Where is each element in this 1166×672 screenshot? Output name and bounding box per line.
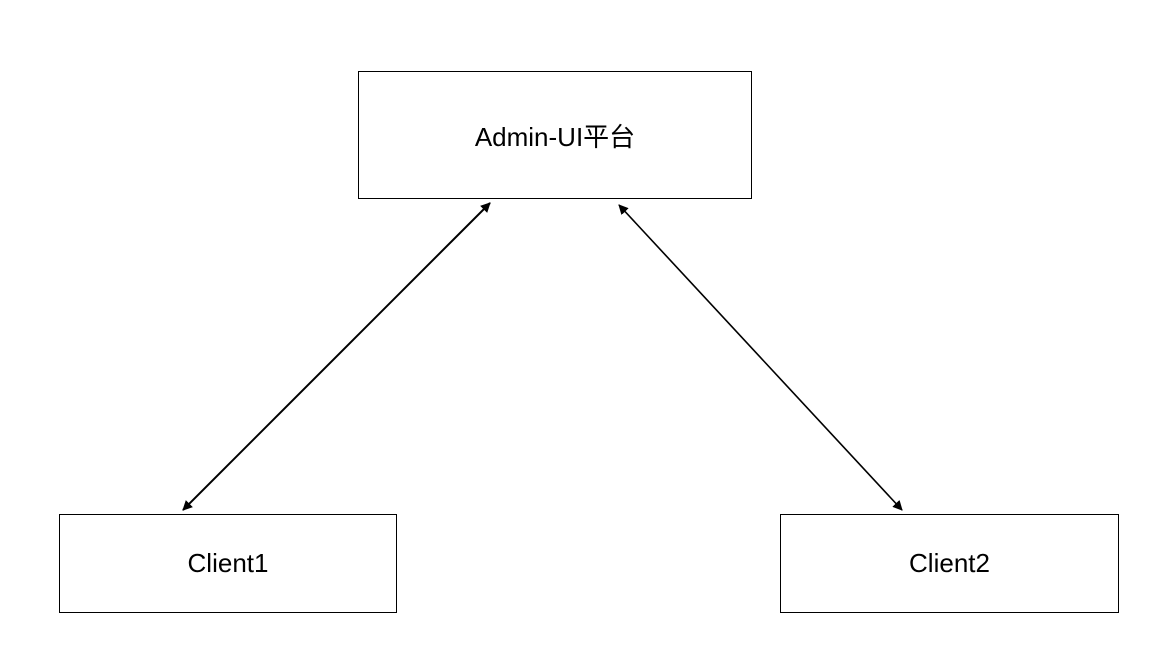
admin-ui-platform-node: Admin-UI平台 [358, 71, 752, 199]
edge-admin-client2-arrow [618, 204, 903, 511]
admin-ui-platform-label: Admin-UI平台 [474, 121, 636, 152]
client1-node: Client1 [59, 514, 397, 613]
client1-label: Client1 [187, 548, 269, 578]
edge-admin-client1-arrow [182, 202, 491, 511]
client2-node: Client2 [780, 514, 1119, 613]
client2-label: Client2 [909, 548, 990, 578]
